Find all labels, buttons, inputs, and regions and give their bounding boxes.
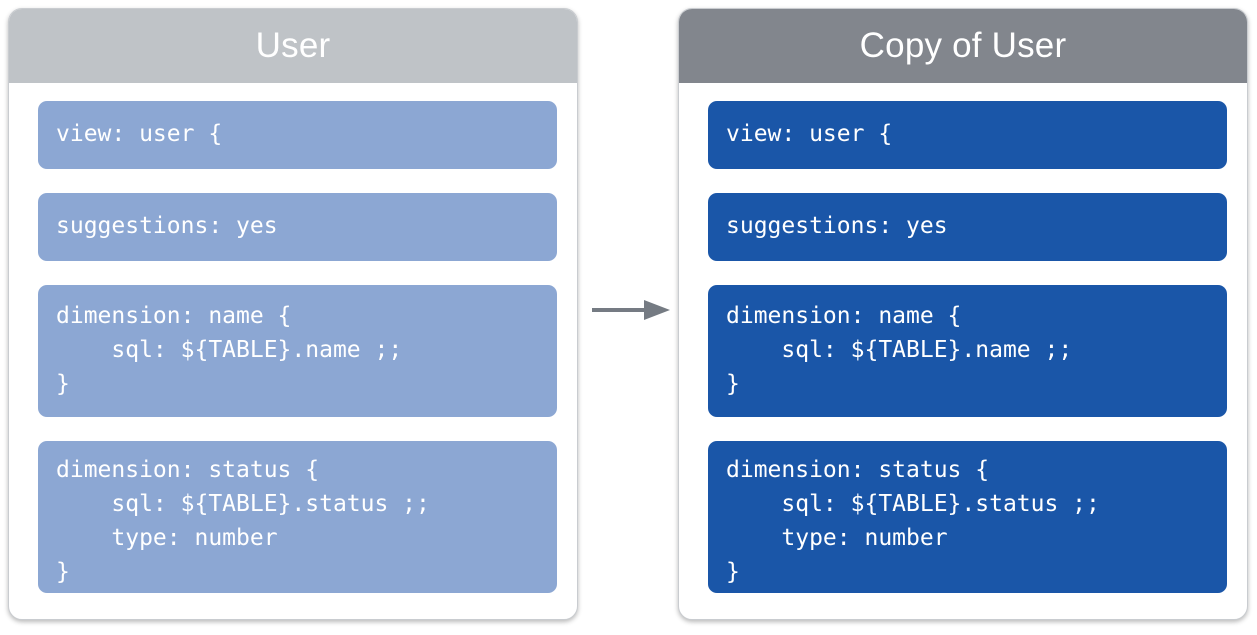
panel-source-body: view: user { suggestions: yes dimension:… bbox=[9, 83, 577, 619]
code-block-view-declaration: view: user { bbox=[38, 101, 557, 169]
right-arrow-icon bbox=[592, 300, 670, 320]
code-block-suggestions-parameter: suggestions: yes bbox=[38, 193, 557, 261]
code-block-dimension-name: dimension: name { sql: ${TABLE}.name ;; … bbox=[708, 285, 1227, 417]
panel-source-title: User bbox=[9, 9, 577, 83]
code-block-view-declaration: view: user { bbox=[708, 101, 1227, 169]
panel-copy-body: view: user { suggestions: yes dimension:… bbox=[679, 83, 1247, 619]
panel-copy-title: Copy of User bbox=[679, 9, 1247, 83]
panel-copy-of-user: Copy of User view: user { suggestions: y… bbox=[678, 8, 1248, 620]
code-block-suggestions-parameter: suggestions: yes bbox=[708, 193, 1227, 261]
code-block-dimension-status: dimension: status { sql: ${TABLE}.status… bbox=[708, 441, 1227, 593]
panel-source-user: User view: user { suggestions: yes dimen… bbox=[8, 8, 578, 620]
code-block-dimension-status: dimension: status { sql: ${TABLE}.status… bbox=[38, 441, 557, 593]
code-block-dimension-name: dimension: name { sql: ${TABLE}.name ;; … bbox=[38, 285, 557, 417]
